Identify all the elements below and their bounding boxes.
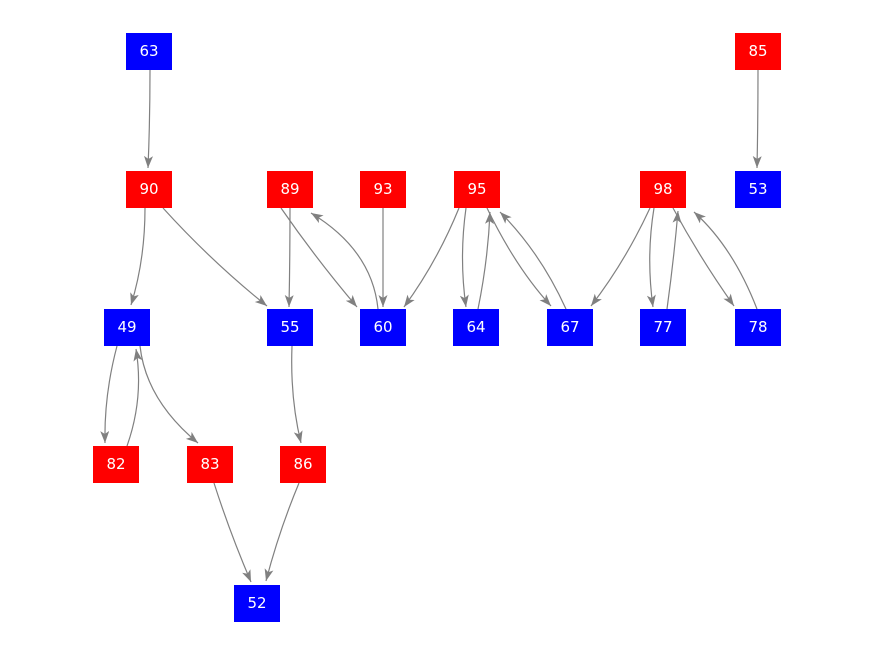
node-label: 53 — [748, 180, 768, 198]
node-85: 85 — [735, 33, 781, 70]
node-49: 49 — [104, 309, 150, 346]
node-78: 78 — [735, 309, 781, 346]
edge-90-55 — [162, 207, 268, 307]
node-82: 82 — [93, 446, 139, 483]
edge-64-95 — [477, 211, 494, 310]
edge-98-77 — [646, 207, 656, 308]
node-60: 60 — [360, 309, 406, 346]
node-90: 90 — [126, 171, 172, 208]
node-93: 93 — [360, 171, 406, 208]
edge-95-64 — [459, 207, 469, 308]
edge-95-60 — [403, 207, 460, 308]
node-83: 83 — [187, 446, 233, 483]
node-86: 86 — [280, 446, 326, 483]
edge-95-67 — [486, 207, 552, 307]
node-label: 85 — [748, 42, 768, 60]
node-52: 52 — [234, 585, 280, 622]
edge-90-49 — [130, 207, 146, 306]
edge-83-52 — [213, 482, 252, 583]
node-89: 89 — [267, 171, 313, 208]
node-label: 93 — [373, 180, 393, 198]
edge-78-98 — [693, 211, 758, 310]
edge-77-98 — [666, 210, 682, 310]
edge-55-86 — [291, 345, 303, 444]
node-label: 98 — [653, 180, 673, 198]
node-label: 77 — [653, 318, 673, 336]
edge-49-83 — [139, 345, 199, 444]
node-label: 78 — [748, 318, 768, 336]
node-77: 77 — [640, 309, 686, 346]
node-label: 95 — [467, 180, 487, 198]
edge-89-60 — [280, 207, 358, 308]
node-label: 63 — [139, 42, 159, 60]
node-95: 95 — [454, 171, 500, 208]
node-label: 55 — [280, 318, 300, 336]
node-67: 67 — [547, 309, 593, 346]
node-55: 55 — [267, 309, 313, 346]
node-label: 82 — [106, 455, 126, 473]
edge-67-95 — [499, 211, 567, 310]
edge-89-55 — [284, 207, 294, 308]
edge-86-52 — [264, 482, 300, 582]
node-98: 98 — [640, 171, 686, 208]
edge-60-89 — [310, 212, 379, 310]
edge-49-82 — [100, 345, 118, 444]
node-label: 64 — [466, 318, 486, 336]
node-label: 89 — [280, 180, 300, 198]
node-label: 60 — [373, 318, 393, 336]
node-64: 64 — [453, 309, 499, 346]
node-label: 49 — [117, 318, 137, 336]
node-label: 52 — [247, 594, 267, 612]
node-label: 86 — [293, 455, 313, 473]
edge-98-67 — [590, 207, 651, 307]
edge-63-90 — [144, 69, 153, 169]
edge-82-49 — [126, 348, 143, 447]
node-label: 67 — [560, 318, 580, 336]
edge-98-78 — [672, 207, 735, 307]
edge-85-53 — [752, 69, 762, 169]
node-53: 53 — [735, 171, 781, 208]
node-63: 63 — [126, 33, 172, 70]
node-label: 90 — [139, 180, 159, 198]
edge-group — [100, 69, 762, 583]
node-label: 83 — [200, 455, 220, 473]
